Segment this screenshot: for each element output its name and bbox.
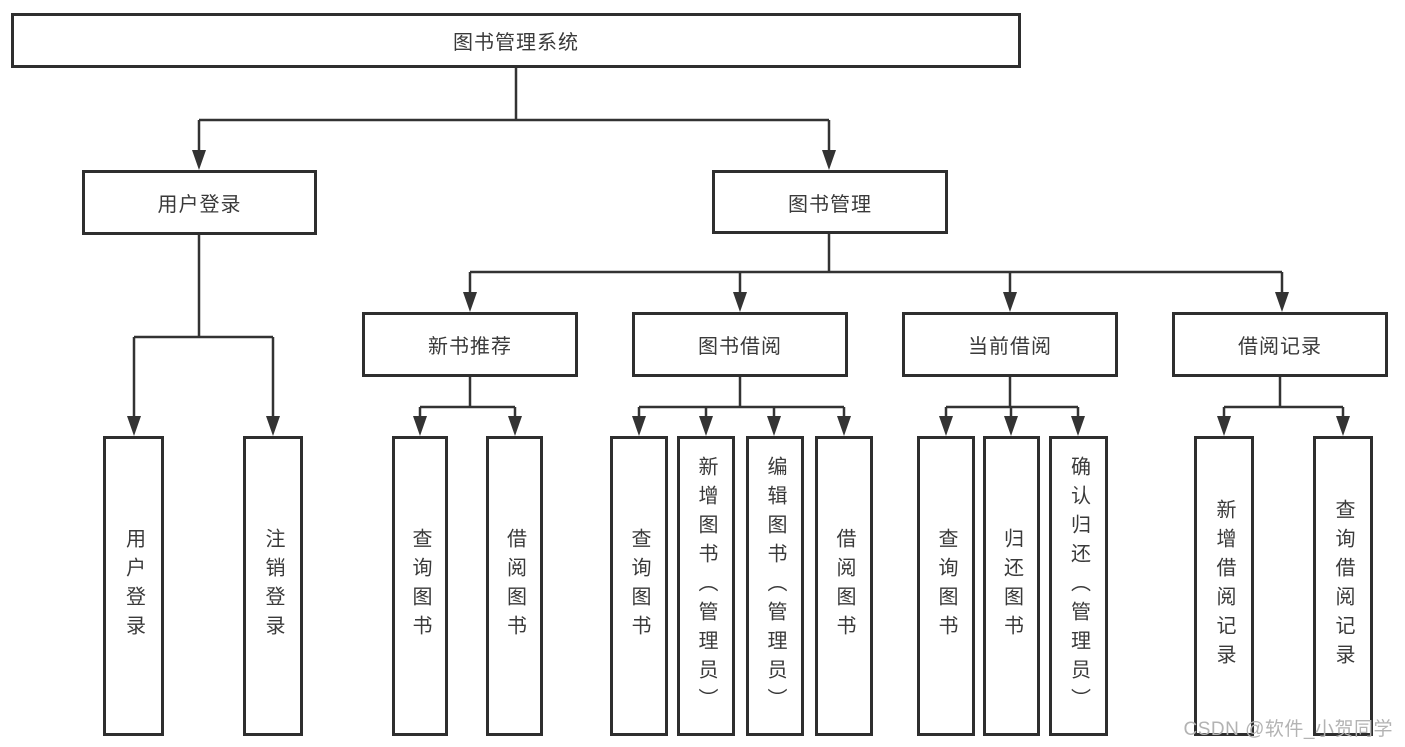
leaf-current-return-books: 归还图书 [983,436,1040,736]
leaf-current-confirm-return-admin: 确认归还（管理员） [1049,436,1108,736]
leaf-borrow-edit-books-admin: 编辑图书（管理员） [746,436,804,736]
leaf-record-add-borrow-record: 新增借阅记录 [1194,436,1254,736]
leaf-borrow-borrow-books: 借阅图书 [815,436,873,736]
tree-edges [132,68,1345,418]
leaf-newbook-borrow-books: 借阅图书 [486,436,543,736]
leaf-user-login: 用户登录 [103,436,164,736]
node-current-borrow: 当前借阅 [902,312,1118,377]
node-current-borrow-label: 当前借阅 [968,336,1052,358]
leaf-record-query-borrow-record-label: 查询借阅记录 [1332,499,1354,673]
leaf-borrow-query-books: 查询图书 [610,436,668,736]
leaf-current-query-books: 查询图书 [917,436,975,736]
node-book-management: 图书管理 [712,170,948,234]
node-borrow-record-label: 借阅记录 [1238,336,1322,358]
node-user-login: 用户登录 [82,170,317,235]
node-borrow-record: 借阅记录 [1172,312,1388,377]
leaf-borrow-borrow-books-label: 借阅图书 [833,528,855,644]
leaf-user-login-label: 用户登录 [122,528,145,644]
node-user-login-label: 用户登录 [157,194,242,216]
leaf-borrow-add-books-admin-label: 新增图书（管理员） [695,455,717,717]
node-new-book-recommend-label: 新书推荐 [428,336,512,358]
leaf-current-query-books-label: 查询图书 [935,528,957,644]
arrowheads [127,150,1350,436]
node-book-borrow: 图书借阅 [632,312,848,377]
leaf-newbook-borrow-books-label: 借阅图书 [503,528,526,644]
leaf-borrow-query-books-label: 查询图书 [628,528,650,644]
leaf-borrow-add-books-admin: 新增图书（管理员） [677,436,735,736]
leaf-current-confirm-return-admin-label: 确认归还（管理员） [1067,455,1090,717]
leaf-record-add-borrow-record-label: 新增借阅记录 [1213,499,1235,673]
leaf-logout-label: 注销登录 [262,528,284,644]
node-new-book-recommend: 新书推荐 [362,312,578,377]
leaf-newbook-query-books-label: 查询图书 [409,528,431,644]
node-book-management-label: 图书管理 [788,193,872,216]
leaf-record-query-borrow-record: 查询借阅记录 [1313,436,1373,736]
node-root-system: 图书管理系统 [11,13,1021,68]
leaf-borrow-edit-books-admin-label: 编辑图书（管理员） [764,455,786,717]
leaf-newbook-query-books: 查询图书 [392,436,448,736]
node-root-label: 图书管理系统 [453,32,579,54]
node-book-borrow-label: 图书借阅 [698,336,782,358]
csdn-watermark: CSDN @软件_小贺同学 [1183,719,1393,740]
leaf-logout: 注销登录 [243,436,303,736]
leaf-current-return-books-label: 归还图书 [1000,528,1023,644]
